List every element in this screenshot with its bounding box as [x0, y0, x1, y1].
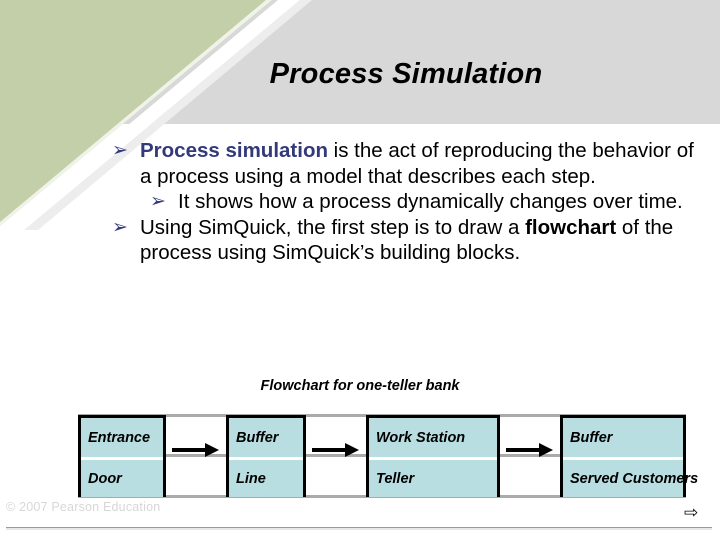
flowchart-node-buffer-served[interactable]: Buffer Served Customers	[560, 415, 698, 497]
bullet-run-3c: of the process using SimQuick’s building…	[140, 215, 674, 265]
footer-divider	[6, 527, 712, 530]
node-name-label: Teller	[369, 460, 497, 497]
node-name-label: Line	[229, 460, 303, 497]
bullet-run-3a: Using SimQuick, the first step is to dra…	[140, 215, 526, 239]
arrow-right-icon	[312, 443, 360, 457]
page-title: Process Simulation	[269, 58, 543, 90]
next-arrow-icon[interactable]: ⇨	[684, 503, 699, 522]
node-type-label: Buffer	[229, 418, 303, 457]
node-type-label: Buffer	[563, 418, 683, 457]
bullet-text-1: Process simulation is the act of reprodu…	[140, 138, 708, 189]
copyright-notice: © 2007 Pearson Education	[6, 500, 161, 514]
bullet-rest-1: is the act of reproducing the behavior o…	[140, 139, 694, 188]
flowchart-diagram: Entrance Door Buffer Line Work Station T…	[78, 414, 698, 498]
bullet-text-2: It shows how a process dynamically chang…	[178, 190, 683, 213]
node-name-label: Door	[81, 460, 163, 497]
flowchart-node-work-station[interactable]: Work Station Teller	[366, 415, 500, 497]
node-type-label: Entrance	[81, 418, 163, 457]
bullet-keyword-1: Process simulation	[140, 139, 328, 162]
node-type-label: Work Station	[369, 418, 497, 457]
flowchart-node-buffer-line[interactable]: Buffer Line	[226, 415, 306, 497]
arrow-right-icon	[172, 443, 220, 457]
bullet-marker-icon: ➢	[112, 216, 128, 238]
bullet-text-3: Using SimQuick, the first step is to dra…	[140, 215, 708, 266]
bullet-item-2: ➢ It shows how a process dynamically cha…	[112, 189, 708, 215]
bullet-marker-icon: ➢	[112, 140, 128, 161]
body-content: ➢ Process simulation is the act of repro…	[112, 138, 708, 266]
bullet-item-3: ➢ Using SimQuick, the first step is to d…	[112, 215, 708, 266]
node-name-label: Served Customers	[563, 460, 698, 497]
bullet-run-3b-bold: flowchart	[525, 215, 617, 239]
arrow-right-icon	[506, 443, 554, 457]
bullet-item-1: ➢ Process simulation is the act of repro…	[112, 138, 708, 189]
flowchart-node-entrance[interactable]: Entrance Door	[78, 415, 166, 497]
flowchart-caption: Flowchart for one-teller bank	[260, 378, 460, 394]
bullet-marker-icon: ➢	[150, 191, 166, 212]
